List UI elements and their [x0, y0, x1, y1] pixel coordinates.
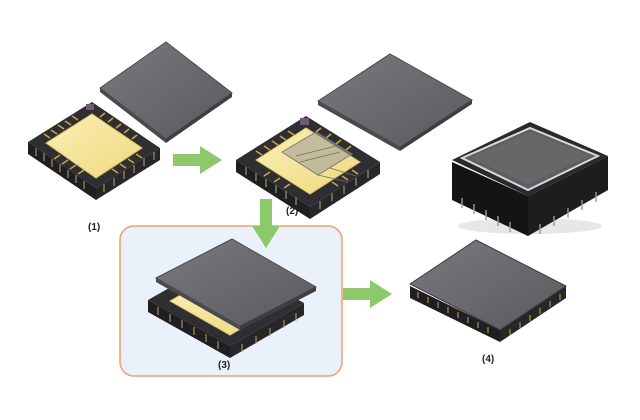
step-1-open-package: [28, 41, 233, 200]
arrow-right-2: [343, 280, 392, 308]
step-4-sealed-package: [409, 239, 567, 342]
arrow-down: [252, 199, 280, 248]
arrow-right-1: [173, 146, 222, 174]
sealed-package-top: [409, 239, 567, 331]
step-label-4: (4): [482, 354, 495, 365]
step-label-1: (1): [88, 222, 101, 233]
step-label-2: (2): [286, 206, 299, 217]
sensor-die: [281, 131, 353, 176]
step-2-die-attach: [236, 53, 473, 219]
lid-plate: [317, 53, 473, 148]
step-label-3: (3): [218, 360, 231, 371]
package-cavity: [45, 113, 143, 179]
packaged-device-photo: [452, 122, 608, 236]
step-3-lid-placement: [148, 238, 318, 358]
bond-pads: [43, 112, 143, 175]
